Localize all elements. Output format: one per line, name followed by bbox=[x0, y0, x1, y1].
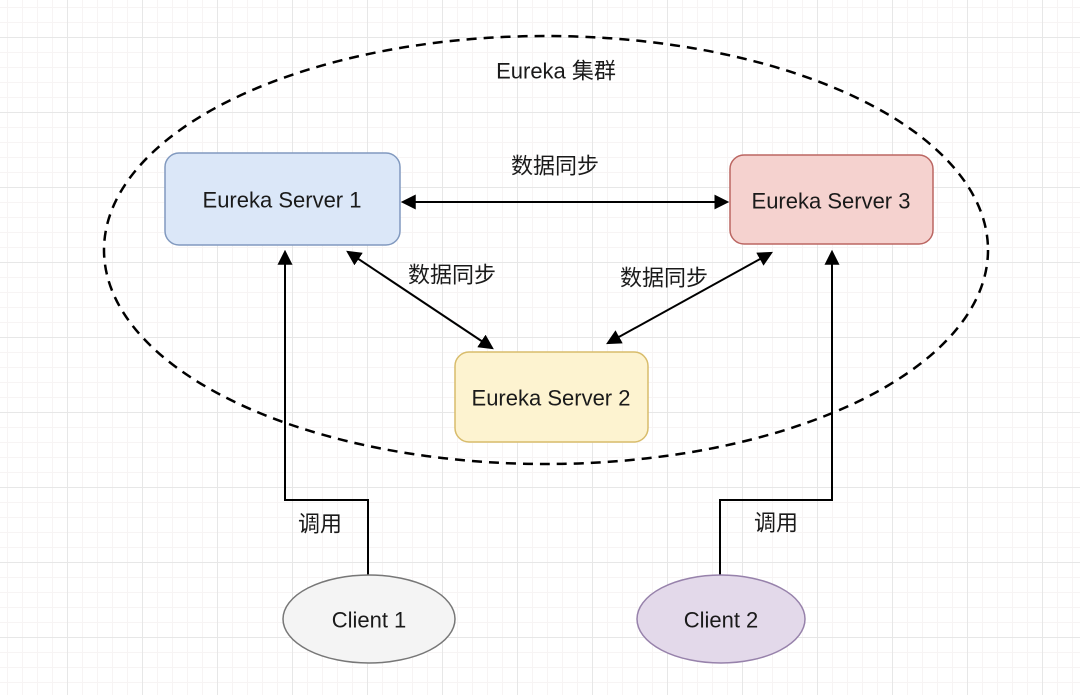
client-1-label: Client 1 bbox=[332, 608, 407, 633]
eureka-server-3-node bbox=[729, 154, 934, 245]
call-label-right: 调用 bbox=[754, 511, 798, 536]
client-2-label: Client 2 bbox=[684, 608, 759, 633]
eureka-server-2-label: Eureka Server 2 bbox=[472, 386, 631, 411]
sync-label-top: 数据同步 bbox=[511, 154, 599, 179]
sync-label-right: 数据同步 bbox=[620, 266, 708, 291]
eureka-server-2-node bbox=[454, 351, 649, 443]
sync-arrow-server2-server3 bbox=[606, 251, 773, 345]
eureka-cluster-boundary bbox=[102, 34, 990, 466]
client-1-node bbox=[282, 574, 456, 664]
sync-label-left: 数据同步 bbox=[408, 263, 496, 288]
eureka-server-3-label: Eureka Server 3 bbox=[752, 189, 911, 214]
eureka-server-1-node bbox=[164, 152, 401, 246]
call-label-left: 调用 bbox=[298, 512, 342, 537]
eureka-server-1-label: Eureka Server 1 bbox=[203, 188, 362, 213]
sync-arrow-server1-server2 bbox=[346, 250, 494, 350]
cluster-title: Eureka 集群 bbox=[496, 59, 616, 84]
call-arrow-client1-server1 bbox=[277, 249, 369, 576]
client-2-node bbox=[636, 574, 806, 664]
call-arrow-client2-server3 bbox=[719, 249, 840, 576]
